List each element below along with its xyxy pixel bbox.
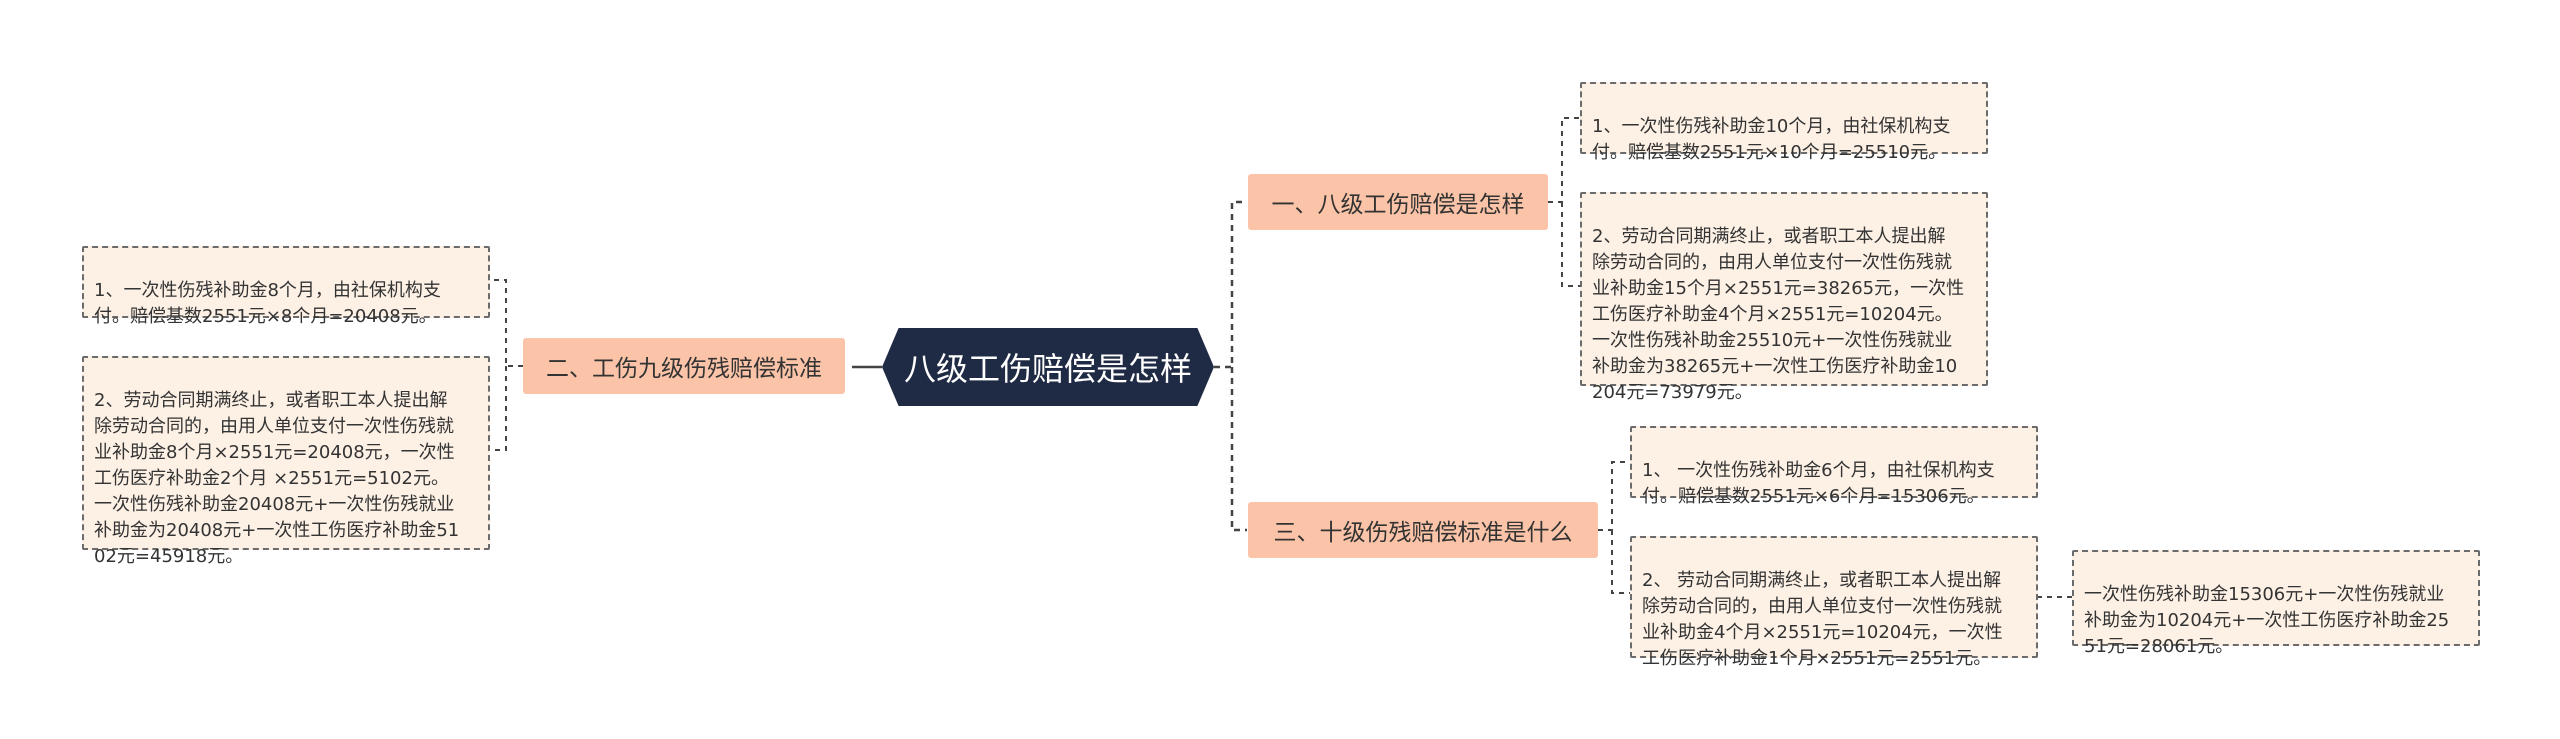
branch-3-leaf-2[interactable]: 2、 劳动合同期满终止，或者职工本人提出解 除劳动合同的，由用人单位支付一次性伤… bbox=[1630, 536, 2038, 669]
branch-2-label: 二、工伤九级伤残赔偿标准 bbox=[546, 356, 822, 382]
connector-root-to-branch-1 bbox=[1214, 200, 1247, 369]
branch-3-leaf-1[interactable]: 1、 一次性伤残补助金6个月，由社保机构支 付。赔偿基数2551元×6个月=15… bbox=[1630, 426, 2038, 507]
branch-3-sub-leaf-text: 一次性伤残补助金15306元+一次性伤残就业 补助金为10204元+一次性工伤医… bbox=[2084, 584, 2450, 657]
connector-branch-2-to-leaf-2 bbox=[488, 366, 507, 451]
connector-branch-2-to-leaf-1 bbox=[488, 279, 523, 367]
branch-1-leaf-2[interactable]: 2、劳动合同期满终止，或者职工本人提出解 除劳动合同的，由用人单位支付一次性伤残… bbox=[1580, 192, 1988, 403]
connector-root-to-branch-3 bbox=[1230, 367, 1247, 532]
connector-branch-3-to-leaf-1 bbox=[1598, 461, 1630, 531]
branch-1[interactable]: 一、八级工伤赔偿是怎样 bbox=[1248, 174, 1548, 230]
branch-2-leaf-1[interactable]: 1、一次性伤残补助金8个月，由社保机构支 付。赔偿基数2551元×8个月=204… bbox=[82, 246, 490, 327]
branch-2-leaf-1-text: 1、一次性伤残补助金8个月，由社保机构支 付。赔偿基数2551元×8个月=204… bbox=[94, 280, 441, 327]
branch-1-leaf-1[interactable]: 1、一次性伤残补助金10个月，由社保机构支 付。赔偿基数2551元×10个月=2… bbox=[1580, 82, 1988, 163]
branch-3-leaf-1-text: 1、 一次性伤残补助金6个月，由社保机构支 付。赔偿基数2551元×6个月=15… bbox=[1642, 460, 1995, 507]
branch-3-sub-leaf[interactable]: 一次性伤残补助金15306元+一次性伤残就业 补助金为10204元+一次性工伤医… bbox=[2072, 550, 2480, 657]
branch-2-leaf-2-text: 2、劳动合同期满终止，或者职工本人提出解 除劳动合同的，由用人单位支付一次性伤残… bbox=[94, 390, 460, 567]
branch-1-label: 一、八级工伤赔偿是怎样 bbox=[1271, 192, 1525, 218]
branch-3-leaf-2-text: 2、 劳动合同期满终止，或者职工本人提出解 除劳动合同的，由用人单位支付一次性伤… bbox=[1642, 570, 2003, 669]
branch-2-leaf-2[interactable]: 2、劳动合同期满终止，或者职工本人提出解 除劳动合同的，由用人单位支付一次性伤残… bbox=[82, 356, 490, 567]
root-topic[interactable]: 八级工伤赔偿是怎样 bbox=[882, 328, 1214, 406]
branch-1-leaf-2-text: 2、劳动合同期满终止，或者职工本人提出解 除劳动合同的，由用人单位支付一次性伤残… bbox=[1592, 226, 1965, 403]
branch-3-label: 三、十级伤残赔偿标准是什么 bbox=[1273, 520, 1573, 546]
root-topic-label: 八级工伤赔偿是怎样 bbox=[903, 350, 1192, 388]
branch-2[interactable]: 二、工伤九级伤残赔偿标准 bbox=[523, 338, 845, 394]
connector-branch-3-to-leaf-2 bbox=[1611, 530, 1630, 594]
branch-1-leaf-1-text: 1、一次性伤残补助金10个月，由社保机构支 付。赔偿基数2551元×10个月=2… bbox=[1592, 116, 1951, 163]
connector-branch-1-to-leaf-1 bbox=[1548, 117, 1580, 203]
branch-3[interactable]: 三、十级伤残赔偿标准是什么 bbox=[1248, 502, 1598, 558]
connector-branch-1-to-leaf-2 bbox=[1561, 202, 1580, 287]
